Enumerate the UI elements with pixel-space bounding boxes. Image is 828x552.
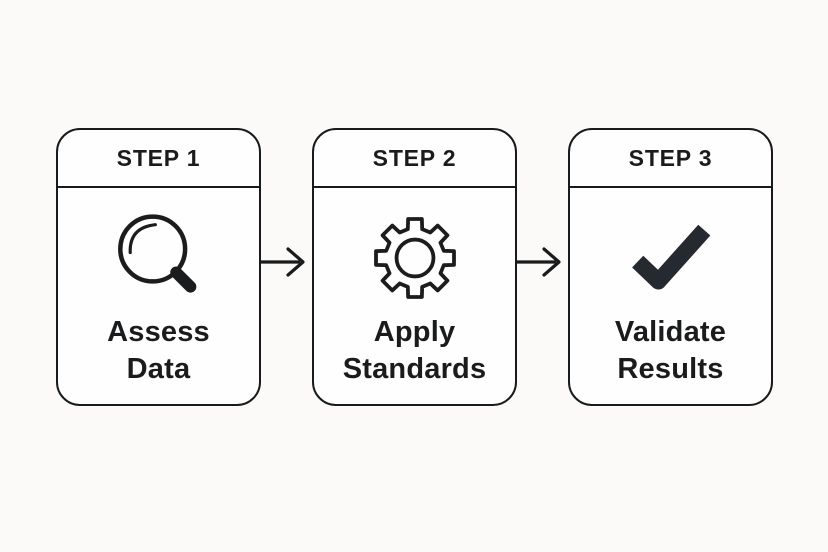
step-title: STEP 3	[628, 144, 713, 171]
step-title: STEP 2	[372, 144, 457, 171]
step-card-2-header: STEP 2	[314, 130, 515, 188]
arrow-right-icon	[259, 240, 311, 284]
step-card-1-body: Assess Data	[58, 188, 259, 404]
step-card-2: STEP 2 Apply Standards	[312, 128, 517, 406]
step-card-2-body: Apply Standards	[314, 188, 515, 404]
step-card-3-header: STEP 3	[570, 130, 771, 188]
step-card-3-body: Validate Results	[570, 188, 771, 404]
step-card-1: STEP 1 Assess Data	[56, 128, 261, 406]
magnifier-icon	[113, 212, 205, 304]
arrow-right-icon	[515, 240, 567, 284]
checkmark-icon	[625, 212, 717, 304]
step-card-3: STEP 3 Validate Results	[568, 128, 773, 406]
step-card-1-header: STEP 1	[58, 130, 259, 188]
step-label: Validate Results	[614, 315, 727, 385]
gear-icon	[369, 212, 461, 304]
step-title: STEP 1	[116, 144, 201, 171]
step-label: Assess Data	[107, 315, 210, 385]
step-label: Apply Standards	[342, 315, 487, 385]
